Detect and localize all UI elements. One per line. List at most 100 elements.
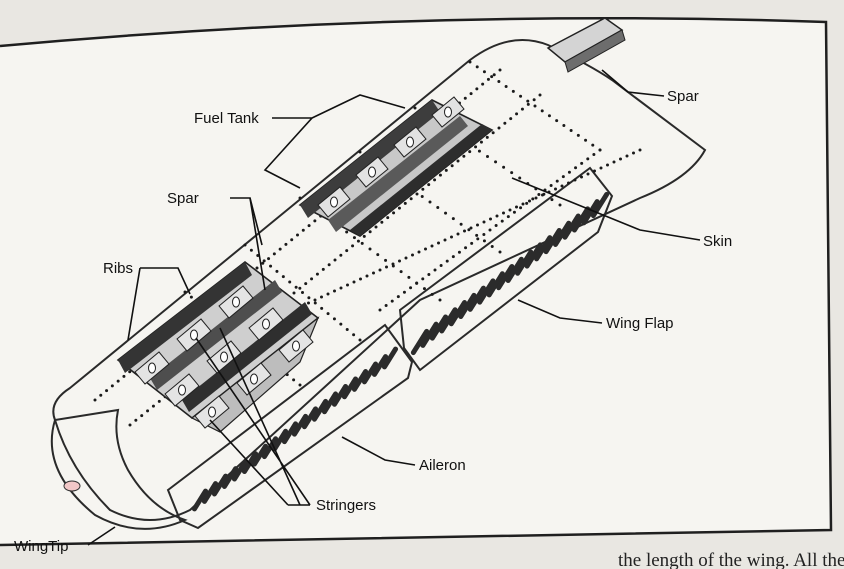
rivet: [574, 166, 577, 169]
label-fuel-tank: Fuel Tank: [194, 110, 259, 127]
rivet: [445, 169, 448, 172]
rivet: [501, 220, 504, 223]
rivet: [457, 160, 460, 163]
rivet: [586, 157, 589, 160]
rivet: [421, 277, 424, 280]
rivet: [94, 399, 97, 402]
rivet: [494, 160, 497, 163]
rivet: [410, 197, 413, 200]
rivet: [327, 293, 330, 296]
rivet: [515, 112, 518, 115]
rivet: [299, 384, 302, 387]
rivet: [476, 224, 479, 227]
rivet: [158, 400, 161, 403]
rivet: [580, 162, 583, 165]
rivet: [526, 100, 529, 103]
rivet: [592, 153, 595, 156]
lightening-hole: [221, 352, 228, 362]
rivet: [99, 394, 102, 397]
rivet: [452, 217, 455, 220]
rivet: [302, 229, 305, 232]
rivet: [424, 248, 427, 251]
rivet: [475, 234, 478, 237]
rivet: [489, 218, 492, 221]
rivet: [339, 254, 342, 257]
rivet: [548, 114, 551, 117]
rivet: [415, 282, 418, 285]
rivet: [509, 117, 512, 120]
label-stringers: Stringers: [316, 497, 376, 514]
rivet: [129, 424, 132, 427]
rivet: [483, 239, 486, 242]
rivet: [570, 129, 573, 132]
rivet: [505, 85, 508, 88]
rivet: [295, 286, 298, 289]
rivet: [308, 224, 311, 227]
rivet: [525, 202, 528, 205]
rivet: [476, 237, 479, 240]
rivet: [562, 175, 565, 178]
rivet: [444, 239, 447, 242]
rivet: [334, 259, 337, 262]
rivet: [606, 164, 609, 167]
rivet: [478, 150, 481, 153]
rivet: [519, 95, 522, 98]
lightening-hole: [369, 167, 376, 177]
rivet: [269, 265, 272, 268]
rivet: [391, 300, 394, 303]
rivet: [507, 215, 510, 218]
rivet: [385, 304, 388, 307]
rivet: [316, 273, 319, 276]
rivet: [111, 384, 114, 387]
rivet: [502, 166, 505, 169]
rivet: [527, 103, 530, 106]
lightening-hole: [233, 297, 240, 307]
rivet: [498, 127, 501, 130]
rivet: [537, 193, 540, 196]
rivet: [440, 264, 443, 267]
rivet: [496, 215, 499, 218]
rivet: [416, 193, 419, 196]
rivet: [386, 216, 389, 219]
rivet: [444, 212, 447, 215]
rivet: [333, 290, 336, 293]
rivet: [493, 73, 496, 76]
rivet: [345, 231, 348, 234]
rivet: [423, 287, 426, 290]
rivet: [591, 144, 594, 147]
rivet: [497, 80, 500, 83]
rivet: [600, 167, 603, 170]
rivet: [470, 92, 473, 95]
rivet: [263, 259, 266, 262]
rivet: [467, 228, 470, 231]
rivet: [550, 198, 553, 201]
rivet: [292, 378, 295, 381]
rivet: [499, 251, 502, 254]
rivet: [568, 171, 571, 174]
rivet: [407, 276, 410, 279]
rivet: [152, 405, 155, 408]
rivet: [384, 259, 387, 262]
rivet: [273, 252, 276, 255]
rivet: [490, 75, 493, 78]
rivet: [256, 267, 259, 270]
rivet: [359, 339, 362, 342]
label-wing-flap: Wing Flap: [606, 315, 674, 332]
rivet: [352, 333, 355, 336]
rivet: [483, 70, 486, 73]
rivet: [587, 173, 590, 176]
rivet: [282, 275, 285, 278]
rivet: [474, 145, 477, 148]
rivet: [446, 260, 449, 263]
rivet: [293, 292, 296, 295]
rivet: [279, 248, 282, 251]
rivet: [351, 244, 354, 247]
rivet: [533, 98, 536, 101]
rivet: [379, 269, 382, 272]
lightening-hole: [251, 374, 258, 384]
rivet: [418, 251, 421, 254]
nav-light: [64, 481, 80, 491]
rivet: [307, 296, 310, 299]
